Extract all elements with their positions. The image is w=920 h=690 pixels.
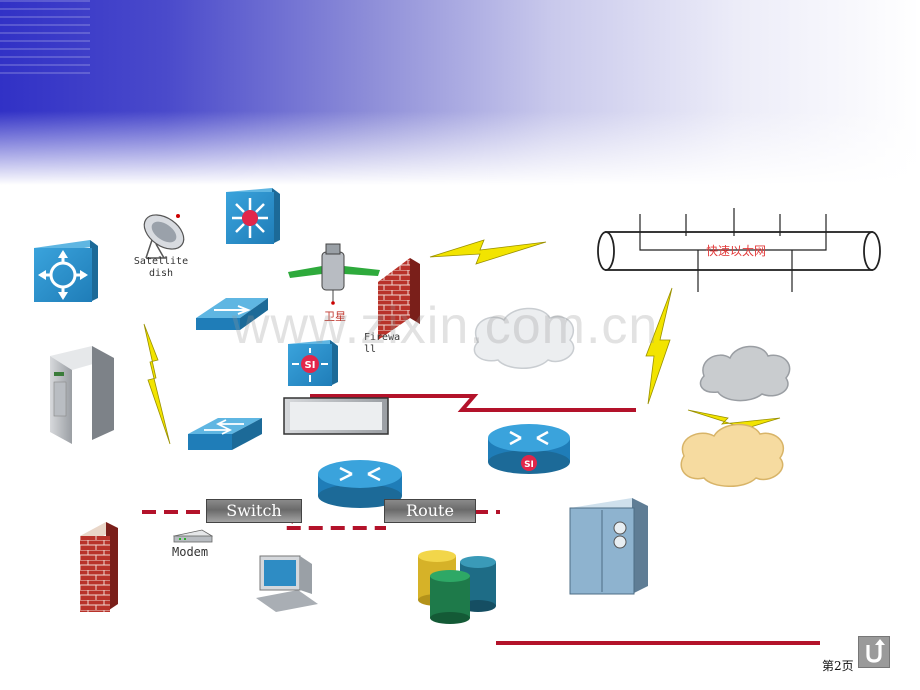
route-label-box: Route (384, 499, 476, 523)
firewall-icon (378, 258, 420, 340)
multilayer-switch-icon (226, 188, 280, 244)
mainframe-icon (569, 498, 648, 595)
yellow-cloud-icon (680, 423, 785, 487)
return-button[interactable] (858, 636, 890, 668)
si-router-icon: SI (488, 424, 570, 474)
switch-label-box: Switch (206, 499, 302, 523)
modem-label: Modem (172, 545, 209, 559)
brick-firewall-icon (80, 522, 118, 612)
watermark-text: www.zixin.com.cn (232, 297, 659, 355)
layer3-switch-icon (34, 240, 98, 302)
atm-switch-icon (196, 298, 268, 330)
storm-cloud-icon (699, 345, 791, 402)
fast-ethernet-label: 快速以太网 (706, 244, 767, 258)
ethernet-bus-icon (597, 208, 881, 292)
cloud-icon (473, 307, 575, 369)
workgroup-switch-icon (188, 418, 262, 450)
lightning-bolt-right (645, 287, 673, 405)
router-icon (318, 460, 402, 508)
mainframe-box-icon (283, 397, 389, 435)
svg-text:SI: SI (305, 360, 316, 371)
firewall-label: Firewall (364, 332, 401, 355)
page-number: 第2页 (822, 659, 854, 673)
lightning-bolt-top (429, 239, 547, 265)
header-gradient (0, 0, 920, 185)
database-icon (418, 550, 496, 624)
satellite-dish-icon (143, 214, 185, 259)
satellite-icon (288, 243, 380, 305)
si-switch-icon: SI (288, 340, 338, 386)
lightning-bolt-left (143, 323, 171, 445)
satellite-dish-label: Satellite dish (133, 256, 189, 279)
return-icon (866, 639, 885, 663)
svg-text:SI: SI (524, 460, 534, 470)
wireless-links (143, 239, 781, 445)
server-tower-icon (50, 346, 114, 444)
header-stripes (0, 0, 90, 80)
wan-link-top (310, 394, 636, 412)
workstation-icon (256, 555, 318, 612)
satellite-label: 卫星 (324, 310, 346, 323)
modem-icon (172, 529, 214, 543)
